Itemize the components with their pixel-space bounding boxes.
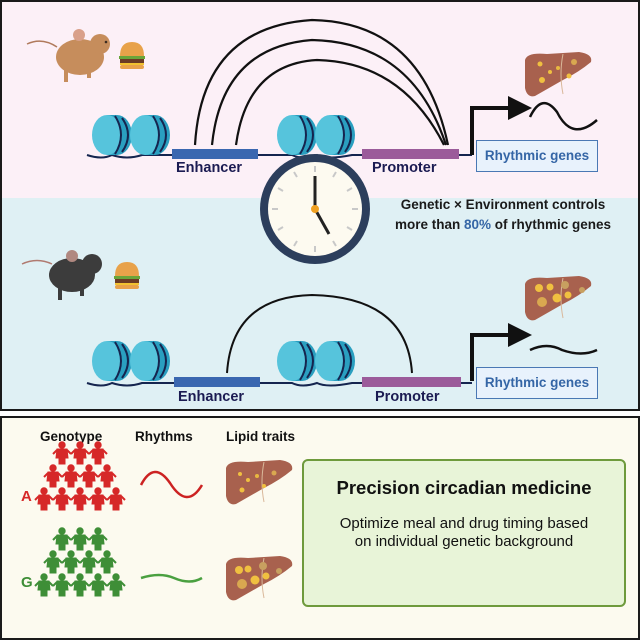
liver-large-droplets-icon	[524, 275, 592, 321]
liver-large-droplets-icon	[225, 555, 293, 601]
rhythmic-genes-box-2: Rhythmic genes	[476, 367, 598, 399]
genotype-G-label: G	[21, 574, 33, 591]
promoter-element	[362, 377, 461, 387]
enhancer-label-1: Enhancer	[176, 160, 243, 176]
rhythmic-genes-box-1: Rhythmic genes	[476, 140, 598, 172]
promoter-element	[362, 149, 459, 159]
nucleosome-icon	[314, 340, 356, 382]
mechanism-illustration	[21, 18, 598, 387]
liver-small-droplets-icon	[225, 459, 293, 505]
nucleosome-icon	[314, 114, 356, 156]
people-group-icon	[34, 526, 126, 597]
mechanism-panel: Enhancer Promoter Rhythmic genes Genetic…	[0, 0, 640, 411]
hamburger-icon	[114, 262, 140, 289]
enhancer-element	[172, 149, 258, 159]
nucleosome-icon	[91, 340, 133, 382]
claim-line-1: Genetic × Environment controls	[400, 197, 606, 212]
brown-mouse-icon	[26, 29, 110, 82]
precision-medicine-title: Precision circadian medicine	[336, 477, 592, 498]
transcription-arrow	[470, 96, 532, 155]
precision-medicine-description: Optimize meal and drug timing based on i…	[339, 515, 589, 550]
enhancer-label-2: Enhancer	[178, 389, 245, 405]
low-amplitude-rhythm-curve	[140, 573, 203, 583]
promoter-label-1: Promoter	[372, 160, 437, 176]
gxe-claim: Genetic × Environment controls more than…	[372, 195, 634, 235]
chromatin-loops	[193, 18, 450, 146]
header-rhythms: Rhythms	[135, 429, 193, 444]
people-group-icon	[34, 440, 126, 511]
percentage-highlight: 80%	[463, 217, 491, 232]
black-mouse-icon	[21, 250, 102, 300]
claim-line-2: more than 80% of rhythmic genes	[394, 217, 612, 232]
genotype-A-label: A	[21, 488, 32, 505]
high-amplitude-rhythm-curve	[528, 102, 598, 131]
nucleosome-icon	[129, 114, 171, 156]
nucleosome-icon	[91, 114, 133, 156]
nucleosome-icon	[276, 340, 318, 382]
nucleosome-icon	[276, 114, 318, 156]
header-genotype: Genotype	[40, 429, 103, 444]
chromatin-loop	[226, 293, 413, 374]
nucleosome-icon	[129, 340, 171, 382]
genotype-illustration	[34, 440, 293, 601]
promoter-label-2: Promoter	[375, 389, 440, 405]
enhancer-element	[174, 377, 260, 387]
precision-medicine-box: Precision circadian medicine Optimize me…	[302, 459, 626, 607]
high-amplitude-rhythm-curve	[139, 470, 204, 499]
hamburger-icon	[119, 42, 145, 69]
clock-icon	[260, 154, 370, 264]
low-amplitude-rhythm-curve	[529, 344, 598, 355]
liver-small-droplets-icon	[524, 51, 592, 97]
header-lipid-traits: Lipid traits	[226, 429, 296, 444]
transcription-arrow	[470, 323, 532, 381]
